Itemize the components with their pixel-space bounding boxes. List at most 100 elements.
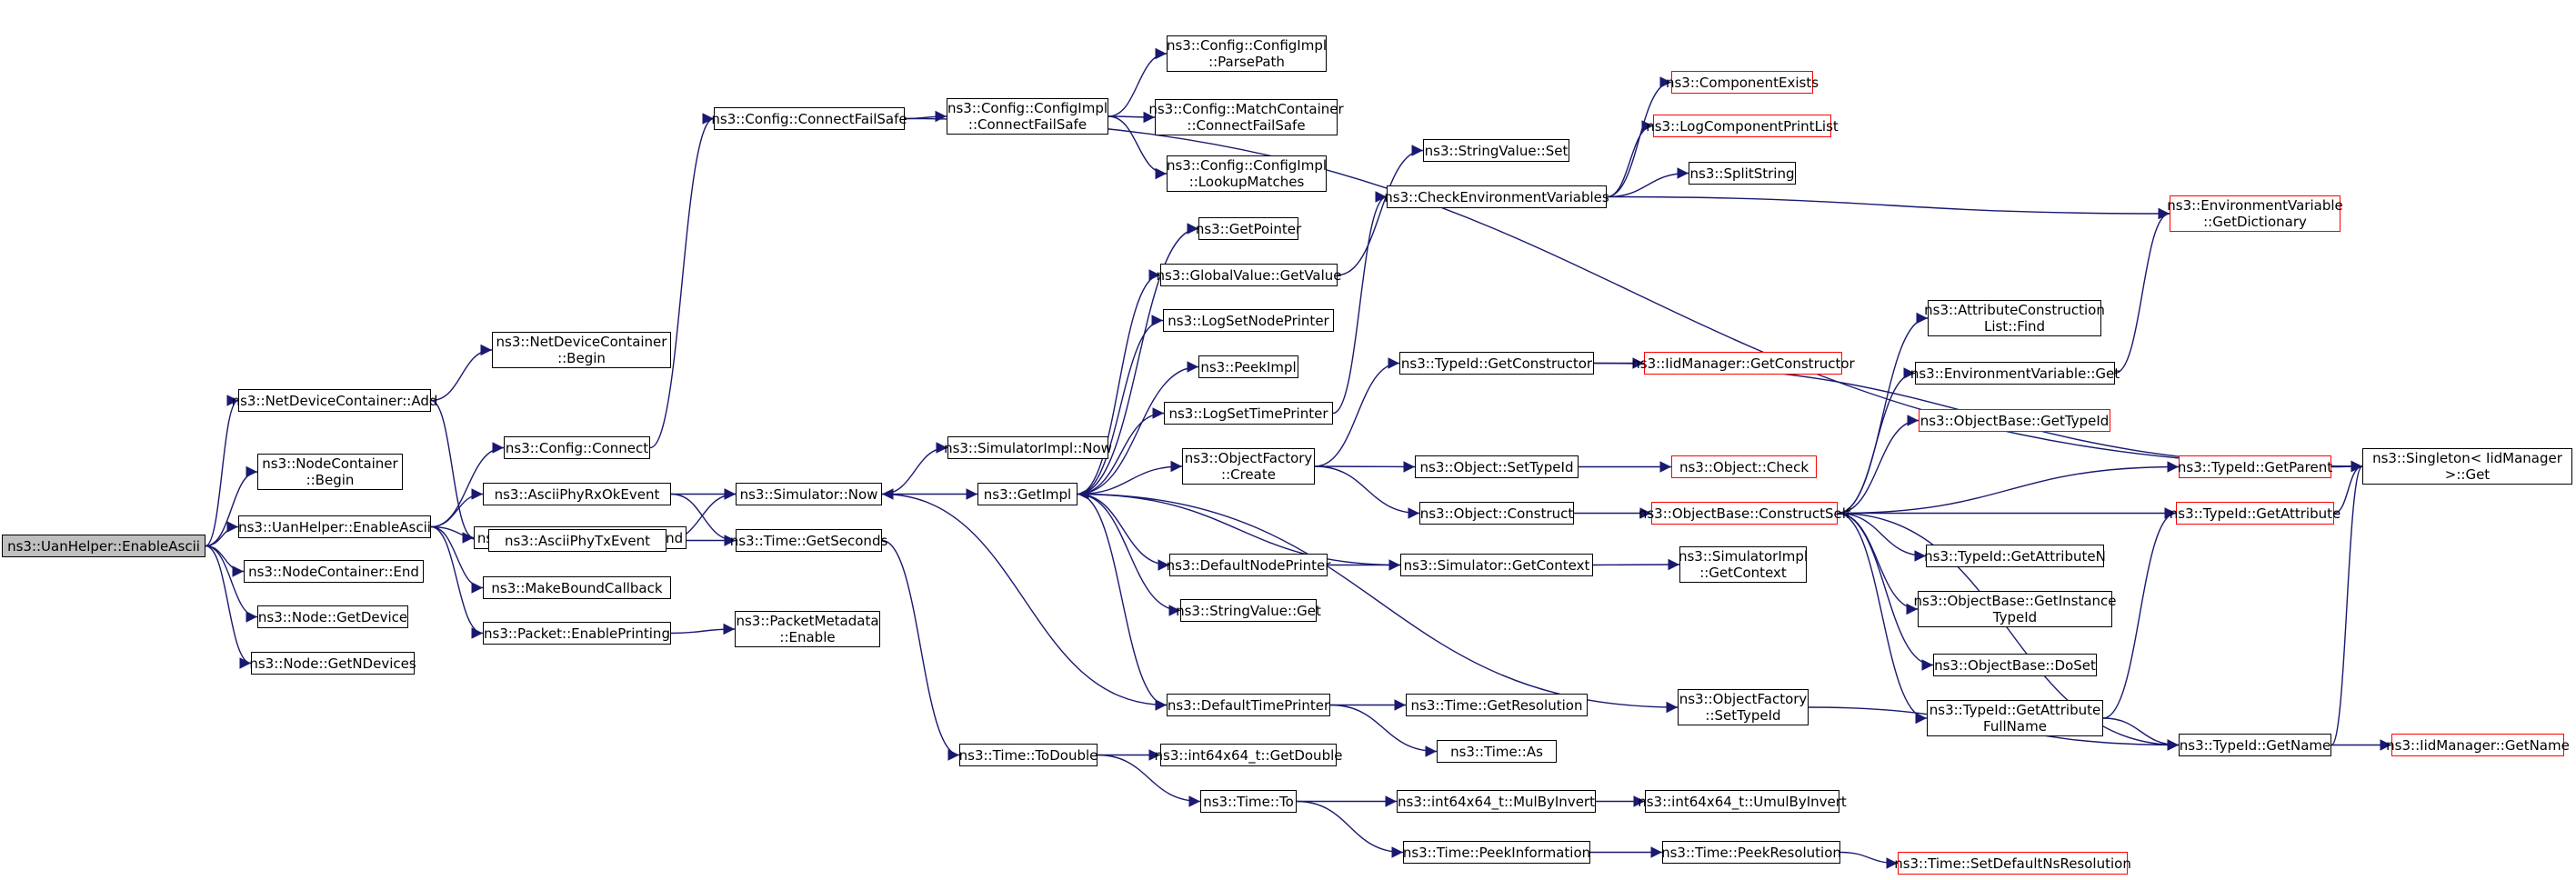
edge-n38-n48 — [1606, 120, 1654, 198]
node-n43[interactable]: ns3::Time::GetResolution — [1406, 694, 1588, 716]
node-n23[interactable]: ns3::Config::ConfigImpl ::ParsePath — [1166, 35, 1328, 72]
node-n50[interactable]: ns3::IidManager::GetConstructor — [1631, 352, 1855, 375]
node-n27[interactable]: ns3::GlobalValue::GetValue — [1156, 264, 1342, 286]
node-n53[interactable]: ns3::SimulatorImpl ::GetContext — [1678, 546, 1809, 583]
edge-n34-n44 — [1329, 704, 1438, 757]
node-n49[interactable]: ns3::SplitString — [1689, 162, 1796, 185]
edge-n4-n13 — [430, 525, 484, 594]
node-n54[interactable]: ns3::ObjectFactory ::SetTypeId — [1678, 689, 1809, 725]
edge-n16-n20 — [881, 442, 948, 495]
node-n32[interactable]: ns3::DefaultNodePrinter — [1167, 554, 1330, 576]
node-n12[interactable]: ns3::AsciiPhyTxEvent — [488, 529, 667, 552]
node-n8[interactable]: ns3::NetDeviceContainer ::Begin — [492, 332, 671, 368]
node-n40[interactable]: ns3::Object::SetTypeId — [1415, 455, 1579, 478]
node-n62[interactable]: ns3::ObjectBase::DoSet — [1933, 654, 2097, 676]
node-n55[interactable]: ns3::int64x64_t::UmulByInvert — [1638, 790, 1847, 813]
edge-n21-n34 — [1077, 493, 1168, 711]
node-n52[interactable]: ns3::ObjectBase::ConstructSelf — [1639, 502, 1850, 525]
node-n42[interactable]: ns3::Simulator::GetContext — [1400, 554, 1593, 576]
node-n45[interactable]: ns3::int64x64_t::MulByInvert — [1397, 790, 1596, 813]
edge-n19-n23 — [1108, 47, 1168, 117]
node-n46[interactable]: ns3::Time::PeekInformation — [1403, 841, 1590, 864]
edge-n10-n15 — [649, 113, 715, 449]
node-n1[interactable]: ns3::UanHelper::EnableAscii — [2, 535, 205, 557]
node-n67[interactable]: ns3::TypeId::GetAttribute — [2170, 502, 2340, 525]
node-n16[interactable]: ns3::Simulator::Now — [736, 483, 882, 505]
node-n25[interactable]: ns3::Config::ConfigImpl ::LookupMatches — [1166, 155, 1328, 192]
node-n7[interactable]: ns3::Node::GetNDevices — [249, 652, 416, 675]
node-n68[interactable]: ns3::TypeId::GetName — [2179, 734, 2331, 756]
edge-n1-n7 — [205, 545, 252, 669]
node-n56[interactable]: ns3::Time::PeekResolution — [1661, 841, 1841, 864]
node-n61[interactable]: ns3::ObjectBase::GetInstance TypeId — [1913, 591, 2117, 627]
node-n41[interactable]: ns3::Object::Construct — [1419, 502, 1574, 525]
node-n38[interactable]: ns3::CheckEnvironmentVariables — [1384, 185, 1609, 208]
node-n64[interactable]: ns3::Time::SetDefaultNsResolution — [1894, 852, 2131, 875]
node-n2[interactable]: ns3::NetDeviceContainer::Add — [232, 389, 437, 412]
node-n21[interactable]: ns3::GetImpl — [977, 483, 1078, 505]
node-n15[interactable]: ns3::Config::ConnectFailSafe — [711, 107, 907, 130]
node-n20[interactable]: ns3::SimulatorImpl::Now — [944, 436, 1112, 459]
node-n63[interactable]: ns3::TypeId::GetAttribute FullName — [1927, 700, 2103, 736]
node-n35[interactable]: ns3::int64x64_t::GetDouble — [1155, 744, 1342, 766]
node-n14[interactable]: ns3::Packet::EnablePrinting — [483, 622, 671, 645]
edge-n22-n36 — [1097, 754, 1201, 807]
edge-n27-n37 — [1337, 145, 1424, 276]
node-n51[interactable]: ns3::Object::Check — [1671, 455, 1817, 478]
node-n5[interactable]: ns3::NodeContainer::End — [244, 560, 424, 583]
node-n3[interactable]: ns3::NodeContainer ::Begin — [257, 454, 403, 490]
edge-n14-n18 — [670, 623, 736, 635]
edge-n1-n3 — [205, 465, 258, 547]
node-n65[interactable]: ns3::EnvironmentVariable ::GetDictionary — [2167, 195, 2343, 232]
node-n19[interactable]: ns3::Config::ConfigImpl ::ConnectFailSaf… — [947, 98, 1108, 135]
node-n18[interactable]: ns3::PacketMetadata ::Enable — [735, 611, 880, 647]
edge-n42-n21 — [1077, 488, 1401, 566]
node-n33[interactable]: ns3::StringValue::Get — [1176, 599, 1321, 622]
node-n47[interactable]: ns3::ComponentExists — [1666, 71, 1819, 94]
node-n11[interactable]: ns3::AsciiPhyRxOkEvent — [483, 483, 671, 505]
node-n4[interactable]: ns3::UanHelper::EnableAscii — [238, 515, 431, 538]
edge-n17-n22 — [881, 539, 960, 761]
node-n36[interactable]: ns3::Time::To — [1200, 790, 1297, 813]
edge-n52-n57 — [1837, 312, 1929, 515]
node-n22[interactable]: ns3::Time::ToDouble — [959, 744, 1098, 766]
node-n48[interactable]: ns3::LogComponentPrintList — [1646, 115, 1839, 137]
edge-n52-n62 — [1837, 512, 1934, 671]
node-n17[interactable]: ns3::Time::GetSeconds — [730, 529, 887, 552]
node-n57[interactable]: ns3::AttributeConstruction List::Find — [1924, 300, 2105, 336]
edge-n52-n66 — [1837, 461, 2180, 515]
edge-n1-n4 — [205, 521, 239, 547]
node-n34[interactable]: ns3::DefaultTimePrinter — [1167, 694, 1330, 716]
node-n44[interactable]: ns3::Time::As — [1437, 740, 1557, 763]
node-n30[interactable]: ns3::LogSetTimePrinter — [1164, 402, 1333, 425]
edge-n52-n68 — [1837, 512, 2180, 751]
edge-n68-n69 — [2330, 460, 2363, 746]
node-n6[interactable]: ns3::Node::GetDevice — [257, 605, 408, 628]
node-n37[interactable]: ns3::StringValue::Set — [1423, 139, 1569, 162]
edge-n1-n5 — [205, 545, 245, 577]
node-n24[interactable]: ns3::Config::MatchContainer ::ConnectFai… — [1148, 99, 1344, 135]
node-n28[interactable]: ns3::LogSetNodePrinter — [1163, 309, 1334, 332]
node-n60[interactable]: ns3::TypeId::GetAttributeN — [1924, 545, 2106, 567]
node-n70[interactable]: ns3::IidManager::GetName — [2386, 734, 2570, 756]
edge-n2-n8 — [430, 344, 493, 402]
edge-n21-n28 — [1077, 315, 1164, 495]
node-n58[interactable]: ns3::EnvironmentVariable::Get — [1910, 362, 2120, 385]
node-n66[interactable]: ns3::TypeId::GetParent — [2178, 455, 2332, 478]
node-n39[interactable]: ns3::TypeId::GetConstructor — [1399, 352, 1594, 375]
edge-n58-n65 — [2114, 207, 2170, 375]
edge-n52-n58 — [1837, 367, 1916, 515]
edge-n2-n9 — [430, 399, 475, 544]
node-n10[interactable]: ns3::Config::Connect — [504, 436, 650, 459]
node-n59[interactable]: ns3::ObjectBase::GetTypeId — [1919, 409, 2110, 432]
node-n31[interactable]: ns3::ObjectFactory ::Create — [1182, 448, 1315, 485]
edge-n19-n25 — [1108, 115, 1168, 180]
node-n13[interactable]: ns3::MakeBoundCallback — [483, 576, 671, 599]
node-n29[interactable]: ns3::PeekImpl — [1198, 355, 1298, 378]
node-n69[interactable]: ns3::Singleton< IidManager >::Get — [2362, 448, 2572, 485]
node-n26[interactable]: ns3::GetPointer — [1196, 217, 1301, 240]
edge-n30-n38 — [1332, 191, 1388, 415]
edge-n31-n40 — [1314, 461, 1416, 473]
edge-n52-n59 — [1837, 415, 1919, 515]
